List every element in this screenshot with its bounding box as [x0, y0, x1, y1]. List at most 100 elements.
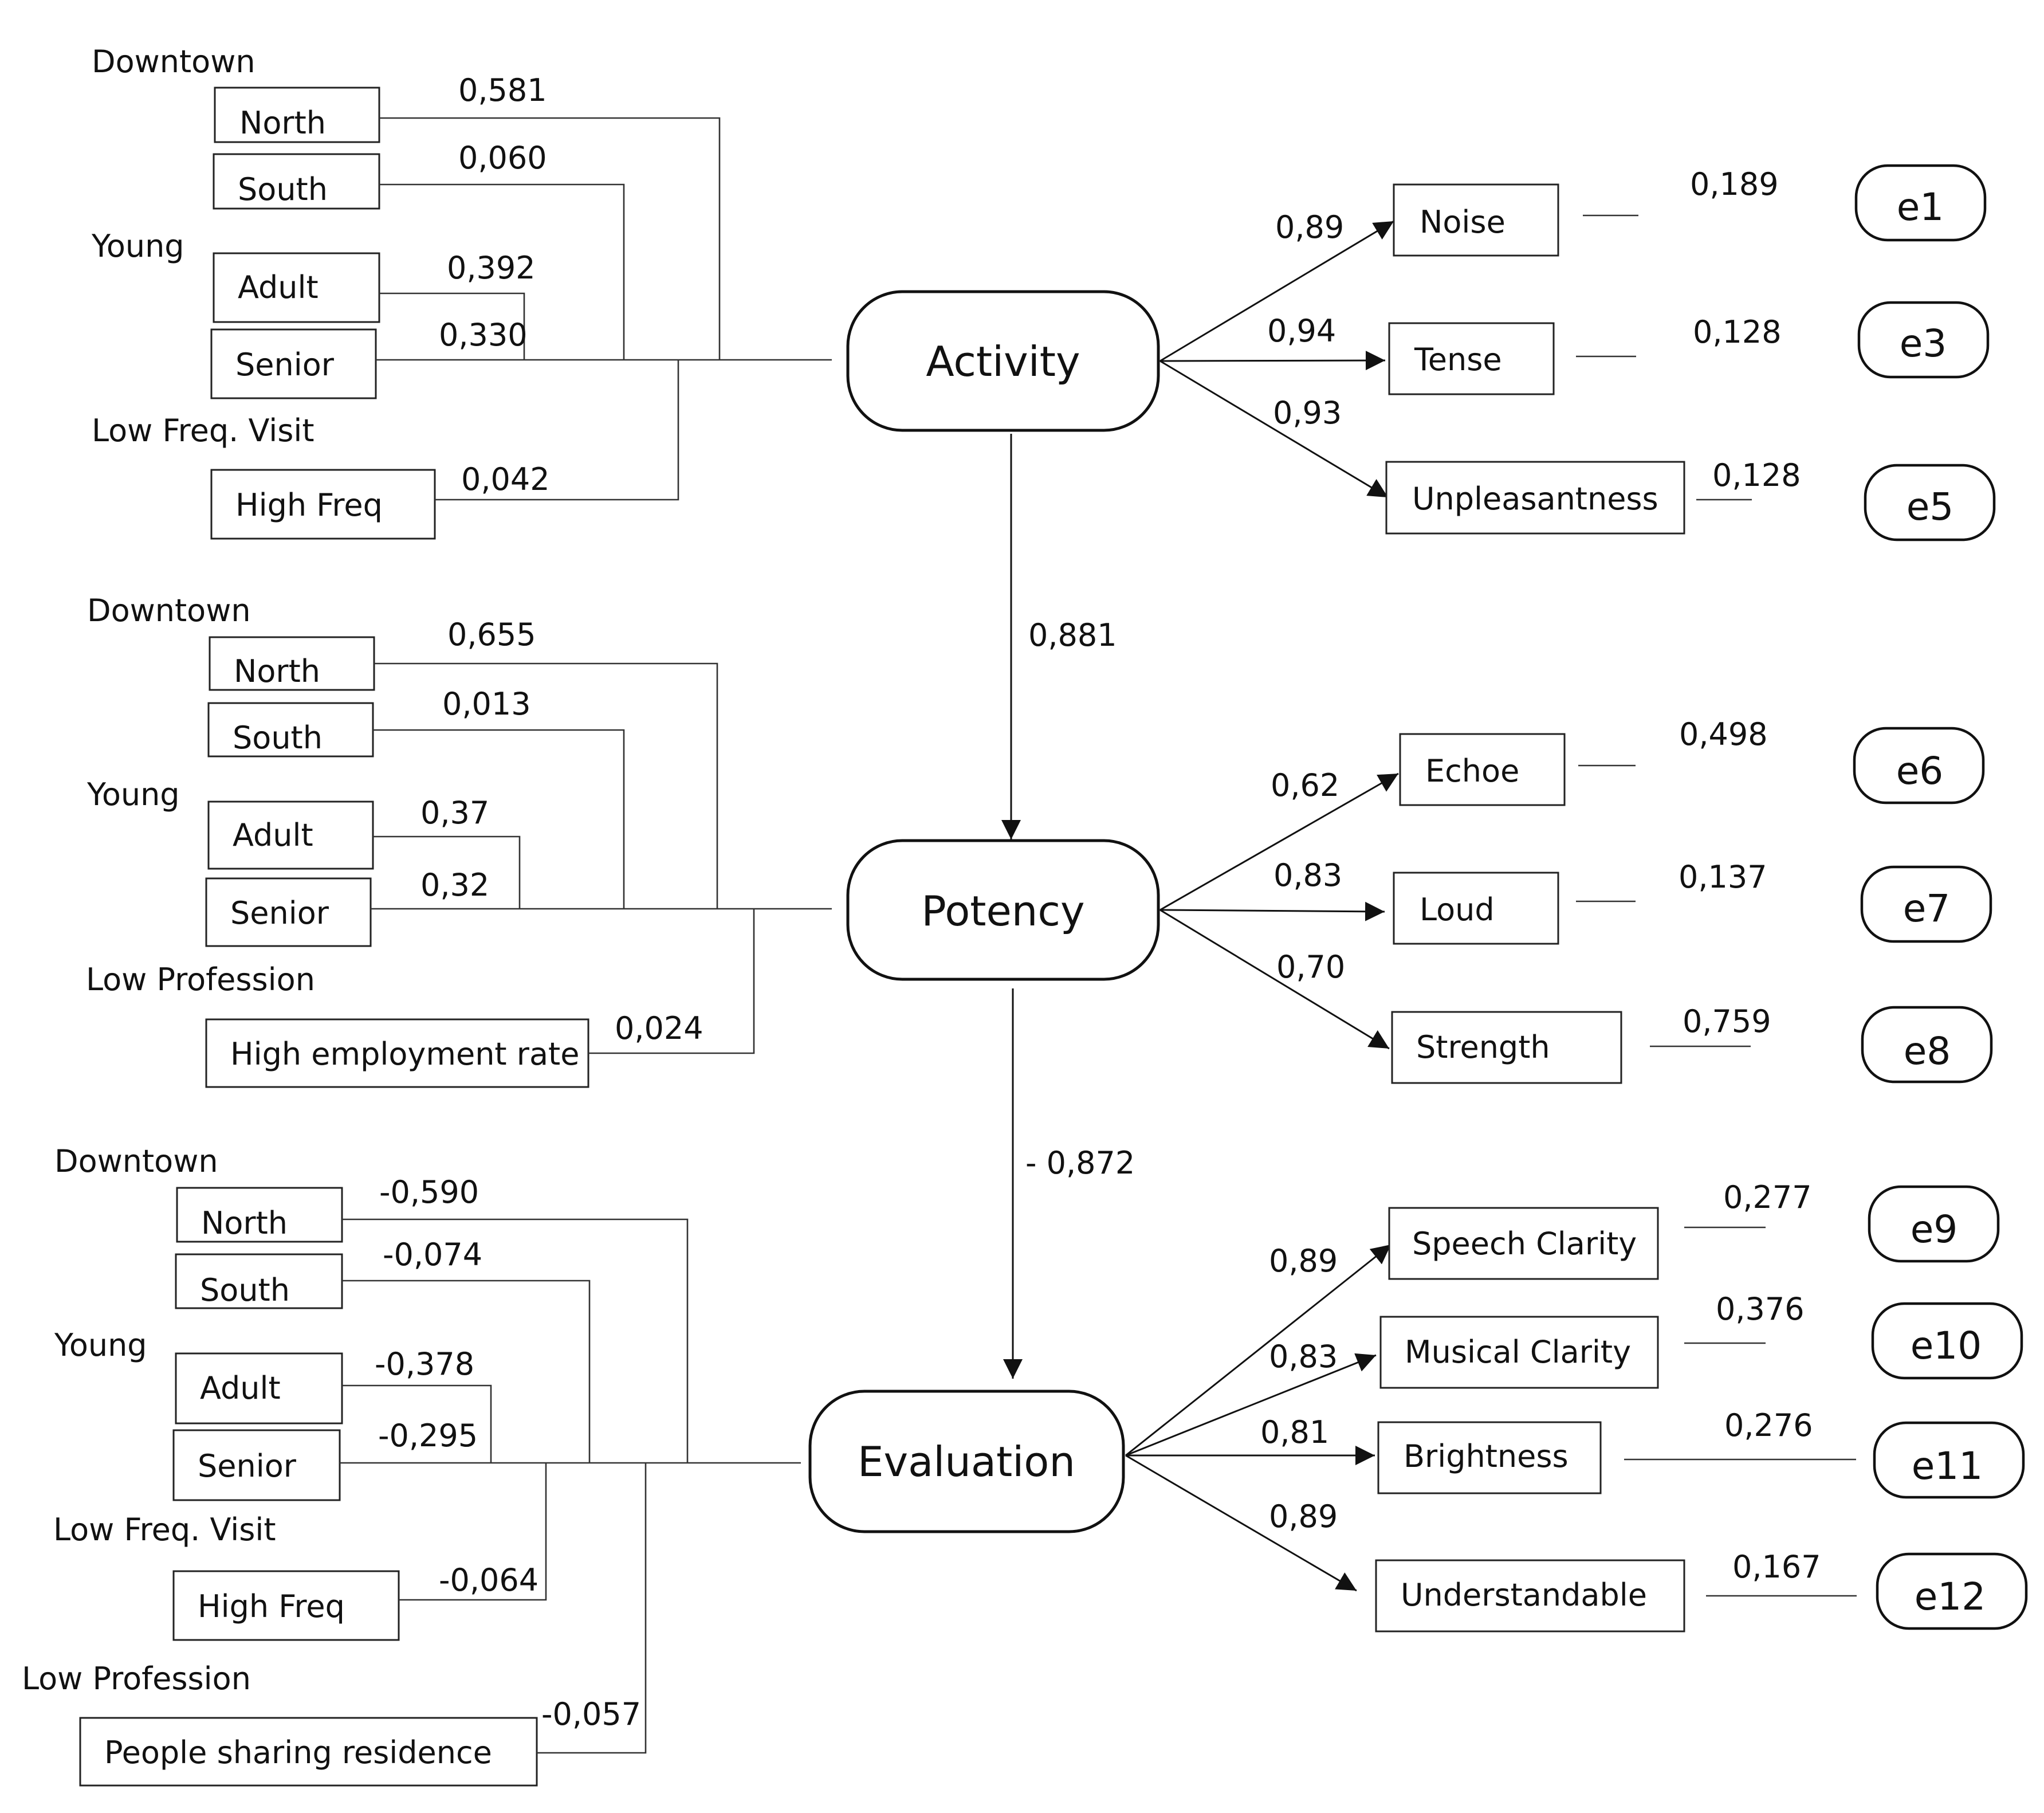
path-coef-activity-potency: 0,881: [1028, 617, 1117, 653]
coef-people-sharing: -0,057: [541, 1696, 641, 1732]
error-variance: 0,276: [1724, 1407, 1813, 1443]
error-term-box: [1854, 164, 1987, 242]
coef-south: -0,074: [383, 1237, 482, 1273]
error-variance: 0,137: [1679, 859, 1767, 895]
coef-senior: 0,330: [439, 317, 528, 353]
loading-coef: 0,83: [1273, 857, 1342, 893]
coef-high-freq: -0,064: [439, 1562, 538, 1598]
indicator-label: Loud: [1420, 892, 1495, 928]
factor-box-potency: [846, 839, 1160, 981]
loading-arrow: [1159, 360, 1389, 499]
factor-box-evaluation: [808, 1390, 1125, 1533]
indicator-label: Musical Clarity: [1405, 1334, 1631, 1370]
factor-evaluation: Evaluation: [808, 1390, 1125, 1533]
predictor-box-senior: [172, 1429, 341, 1501]
factor-label-potency: Potency: [921, 887, 1084, 935]
predictor-box-high-freq: [172, 1570, 400, 1641]
loading-arrow: [1159, 901, 1385, 921]
connector-north: [374, 662, 718, 909]
error-variance: 0,759: [1683, 1003, 1771, 1039]
loading-arrow: [1125, 1454, 1357, 1592]
coef-high-employment: 0,024: [615, 1010, 703, 1046]
coef-adult: -0,378: [375, 1346, 474, 1382]
predictor-box-north: [214, 87, 380, 143]
error-term-box: [1876, 1552, 2028, 1630]
predictor-label-north: North: [234, 653, 320, 689]
factor-label-evaluation: Evaluation: [858, 1438, 1075, 1486]
error-term-box: [1864, 464, 1996, 541]
predictor-box-adult: [175, 1352, 343, 1424]
predictor-label-north: North: [201, 1205, 288, 1241]
factor-box-activity: [846, 290, 1160, 432]
connector-adult: [342, 1384, 492, 1463]
loading-coef: 0,89: [1269, 1243, 1338, 1279]
error-variance: 0,498: [1679, 716, 1768, 752]
connector-south: [342, 1280, 591, 1463]
coef-adult: 0,392: [447, 250, 536, 286]
predictor-box-high-freq: [210, 469, 436, 540]
predictor-label-south: South: [238, 171, 328, 207]
predictor-box-high-employment: [205, 1018, 589, 1088]
loading-arrow: [1125, 1353, 1377, 1457]
factor-activity: Activity: [846, 290, 1160, 432]
loading-coef: 0,70: [1276, 949, 1345, 985]
connector-adult: [379, 292, 525, 360]
loading-coef: 0,83: [1269, 1339, 1338, 1375]
error-term-label: e7: [1903, 886, 1951, 931]
potency-predictor-group: Downtown Young Low Profession North Sout…: [86, 592, 832, 1088]
error-variance: 0,128: [1693, 314, 1782, 350]
error-term-box: [1857, 301, 1990, 379]
connector-north: [379, 117, 721, 360]
coef-north: -0,590: [379, 1174, 479, 1210]
error-term-box: [1861, 1006, 1993, 1084]
error-term-box: [1871, 1302, 2023, 1380]
indicator-box: [1393, 183, 1559, 257]
group-label-young: Young: [91, 228, 184, 264]
predictor-label-adult: Adult: [238, 269, 319, 305]
predictor-label-high-freq: High Freq: [198, 1588, 345, 1624]
loading-coef: 0,89: [1275, 209, 1344, 245]
connector-south: [379, 183, 625, 360]
indicator-label: Noise: [1420, 204, 1506, 240]
indicator-box: [1385, 461, 1685, 535]
indicator-label: Unpleasantness: [1412, 481, 1658, 517]
loading-arrow: [1159, 220, 1394, 362]
indicator-box: [1379, 1316, 1659, 1389]
coef-north: 0,655: [447, 617, 536, 653]
connector-north: [342, 1218, 689, 1463]
loading-arrow: [1125, 1243, 1392, 1457]
indicator-box: [1393, 872, 1559, 945]
error-variance: 0,189: [1690, 166, 1779, 202]
indicator-label: Speech Clarity: [1412, 1226, 1637, 1262]
group-label-downtown: Downtown: [54, 1143, 218, 1179]
predictor-label-adult: Adult: [233, 817, 313, 853]
error-term-label: e6: [1896, 749, 1944, 793]
predictor-label-senior: Senior: [198, 1448, 297, 1484]
indicator-box: [1377, 1421, 1602, 1494]
error-term-box: [1868, 1185, 2000, 1263]
loading-coef: 0,94: [1267, 313, 1336, 349]
group-label-low-profession: Low Profession: [86, 962, 315, 998]
loading-coef: 0,89: [1269, 1498, 1338, 1535]
indicator-box: [1391, 1011, 1622, 1084]
factor-potency: Potency: [846, 839, 1160, 981]
predictor-label-north: North: [239, 105, 326, 141]
connector-south: [373, 729, 625, 909]
factor-label-activity: Activity: [926, 338, 1080, 386]
error-term-label: e9: [1911, 1207, 1958, 1251]
predictor-box-north: [176, 1187, 343, 1243]
loading-arrow: [1159, 909, 1390, 1050]
predictor-box-south: [213, 153, 380, 210]
error-variance: 0,376: [1716, 1291, 1805, 1327]
group-label-young: Young: [54, 1327, 147, 1363]
loading-coef: 0,62: [1271, 767, 1339, 803]
coef-south: 0,060: [458, 140, 547, 176]
predictor-box-adult: [213, 252, 380, 323]
indicator-label: Tense: [1414, 342, 1502, 378]
indicator-label: Understandable: [1401, 1577, 1647, 1613]
indicator-box: [1399, 733, 1566, 806]
predictor-box-senior: [210, 328, 377, 399]
indicator-label: Brightness: [1404, 1438, 1569, 1474]
group-label-downtown: Downtown: [87, 592, 251, 629]
error-term-label: e8: [1904, 1029, 1951, 1073]
